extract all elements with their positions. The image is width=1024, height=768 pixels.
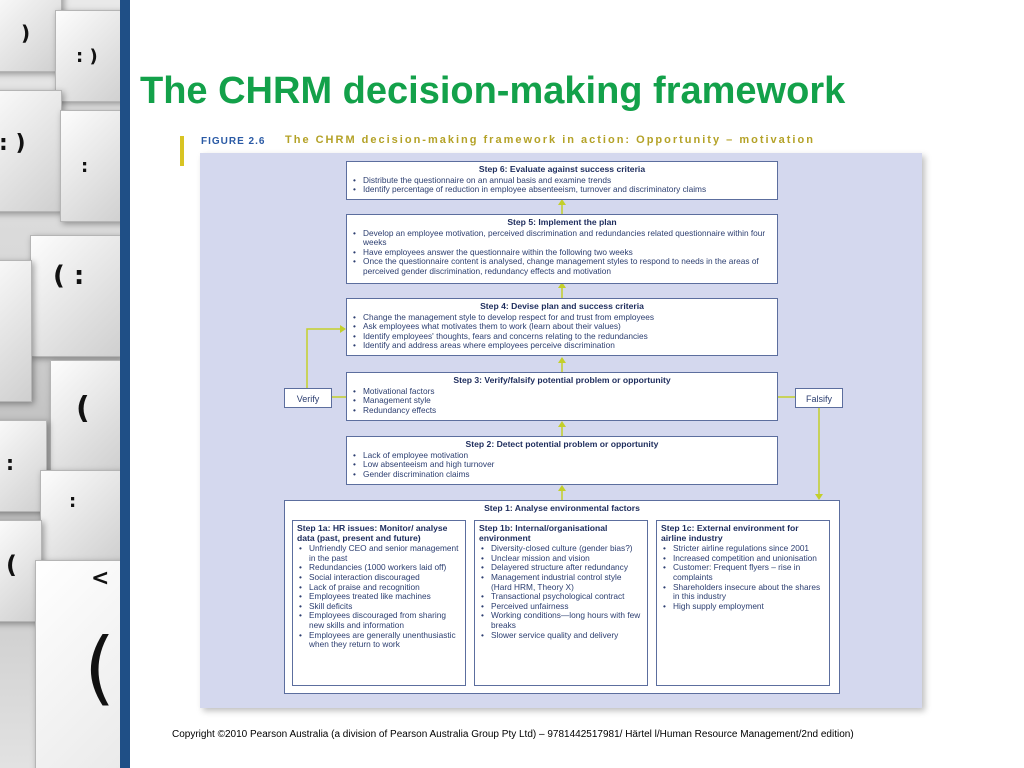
list-item: Redundancies (1000 workers laid off) — [299, 563, 461, 573]
list-item: Employees discouraged from sharing new s… — [299, 610, 461, 630]
list-item: Social interaction discouraged — [299, 572, 461, 583]
step2-heading: Step 2: Detect potential problem or oppo… — [465, 439, 659, 449]
step5-box: Step 5: Implement the plan Develop an em… — [346, 214, 778, 284]
list-item: Ask employees what motivates them to wor… — [353, 322, 773, 332]
list-item: Shareholders insecure about the shares i… — [663, 582, 825, 602]
step1c-heading: Step 1c: External environment for airlin… — [661, 523, 799, 543]
list-item: Working conditions—long hours with few b… — [481, 610, 643, 630]
verify-box: Verify — [284, 388, 332, 408]
list-item: Unclear mission and vision — [481, 553, 643, 564]
list-item: Develop an employee motivation, perceive… — [353, 228, 773, 248]
list-item: Low absenteeism and high turnover — [353, 460, 773, 470]
list-item: Increased competition and unionisation — [663, 553, 825, 564]
step4-box: Step 4: Devise plan and success criteria… — [346, 298, 778, 356]
step6-list: Distribute the questionnaire on an annua… — [347, 175, 777, 195]
list-item: Identify percentage of reduction in empl… — [353, 185, 773, 195]
decorative-cubes-image: ) : ) : ) : ( : ( ( : : ( <( — [0, 0, 120, 768]
list-item: Employees treated like machines — [299, 592, 461, 602]
sidebar-divider-bar — [120, 0, 130, 768]
step3-box: Step 3: Verify/falsify potential problem… — [346, 372, 778, 421]
list-item: Motivational factors — [353, 386, 773, 397]
step1a-box: Step 1a: HR issues: Monitor/ analyse dat… — [292, 520, 466, 686]
list-item: Customer: Frequent flyers – rise in comp… — [663, 563, 825, 582]
figure-label: FIGURE 2.6 — [201, 136, 266, 147]
list-item: Distribute the questionnaire on an annua… — [353, 175, 773, 186]
step1b-box: Step 1b: Internal/organisational environ… — [474, 520, 648, 686]
list-item: Redundancy effects — [353, 405, 773, 416]
list-item: Diversity-closed culture (gender bias?) — [481, 544, 643, 554]
step1c-box: Step 1c: External environment for airlin… — [656, 520, 830, 686]
step1a-heading: Step 1a: HR issues: Monitor/ analyse dat… — [297, 523, 448, 543]
step4-heading: Step 4: Devise plan and success criteria — [480, 301, 644, 311]
list-item: Unfriendly CEO and senior management in … — [299, 543, 461, 563]
step1-heading: Step 1: Analyse environmental factors — [484, 503, 640, 513]
list-item: Transactional psychological contract — [481, 592, 643, 602]
list-item: Change the management style to develop r… — [353, 312, 773, 323]
step1c-list: Stricter airline regulations since 2001 … — [661, 544, 825, 611]
step1b-heading: Step 1b: Internal/organisational environ… — [479, 523, 608, 543]
list-item: Identify employees' thoughts, fears and … — [353, 331, 773, 342]
step2-list: Lack of employee motivation Low absentee… — [347, 450, 777, 480]
step5-list: Develop an employee motivation, perceive… — [347, 228, 777, 277]
list-item: Stricter airline regulations since 2001 — [663, 544, 825, 554]
list-item: Management style — [353, 396, 773, 406]
list-item: Perceived unfairness — [481, 601, 643, 612]
copyright-footer: Copyright ©2010 Pearson Australia (a div… — [172, 729, 854, 740]
step4-list: Change the management style to develop r… — [347, 312, 777, 351]
list-item: Lack of employee motivation — [353, 450, 773, 461]
step1b-list: Diversity-closed culture (gender bias?) … — [479, 544, 643, 640]
figure-caption: The CHRM decision-making framework in ac… — [285, 134, 815, 146]
slide-title: The CHRM decision-making framework — [140, 70, 846, 112]
list-item: Skill deficits — [299, 601, 461, 612]
list-item: Management industrial control style (Har… — [481, 572, 643, 592]
falsify-box: Falsify — [795, 388, 843, 408]
step2-box: Step 2: Detect potential problem or oppo… — [346, 436, 778, 485]
step3-heading: Step 3: Verify/falsify potential problem… — [453, 375, 671, 385]
step3-list: Motivational factors Management style Re… — [347, 386, 777, 416]
list-item: Slower service quality and delivery — [481, 630, 643, 641]
list-item: Identify and address areas where employe… — [353, 341, 773, 351]
list-item: Once the questionnaire content is analys… — [353, 257, 773, 276]
figure-marker — [180, 136, 184, 166]
step6-heading: Step 6: Evaluate against success criteri… — [478, 164, 646, 174]
list-item: Delayered structure after redundancy — [481, 563, 643, 573]
list-item: High supply employment — [663, 601, 825, 612]
list-item: Employees are generally unenthusiastic w… — [299, 630, 461, 650]
list-item: Lack of praise and recognition — [299, 582, 461, 593]
list-item: Gender discrimination claims — [353, 469, 773, 480]
step5-heading: Step 5: Implement the plan — [507, 217, 617, 227]
step6-box: Step 6: Evaluate against success criteri… — [346, 161, 778, 200]
step1a-list: Unfriendly CEO and senior management in … — [297, 543, 461, 650]
list-item: Have employees answer the questionnaire … — [353, 247, 773, 258]
